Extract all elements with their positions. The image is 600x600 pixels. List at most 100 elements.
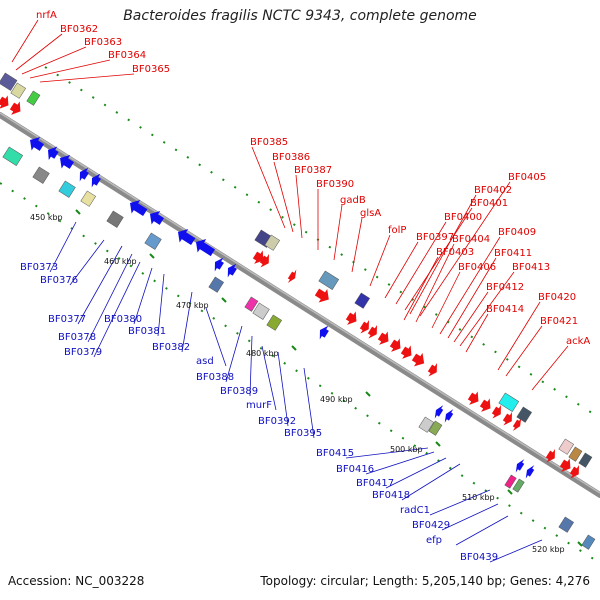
feature-block <box>354 292 371 309</box>
feature-block <box>498 392 520 412</box>
leader-line <box>69 239 105 286</box>
gene-label: folP <box>388 225 406 236</box>
gene-label: BF0412 <box>486 282 524 293</box>
feature-block <box>80 190 97 207</box>
gene-label: radC1 <box>400 505 430 516</box>
reverse-gene-arrow <box>525 465 535 479</box>
leader-line <box>401 463 461 501</box>
leader-line <box>459 271 515 347</box>
kbp-mark: 520 kbp <box>532 545 565 554</box>
forward-gene-arrow <box>345 311 357 325</box>
leader-line <box>419 181 511 317</box>
leader-line <box>505 325 543 377</box>
kbp-tick <box>291 345 297 351</box>
gene-label: BF0411 <box>494 248 532 259</box>
leader-line <box>77 245 123 325</box>
forward-gene-arrow <box>400 345 412 359</box>
accession-text: Accession: NC_003228 <box>8 574 145 588</box>
leader-line <box>261 345 277 411</box>
feature-block <box>516 406 533 423</box>
reverse-genes <box>30 136 535 479</box>
leader-line <box>455 515 509 546</box>
leader-line <box>385 457 447 489</box>
reverse-gene-arrow <box>444 409 454 423</box>
reverse-gene-arrow <box>79 167 89 182</box>
feature-block <box>144 232 162 250</box>
leader-line <box>133 267 153 325</box>
reverse-gene-arrow <box>30 136 44 151</box>
leader-line <box>15 33 63 71</box>
forward-gene-arrow <box>0 95 9 109</box>
gene-label: BF0421 <box>540 316 578 327</box>
kbp-mark: 450 kbp <box>30 213 63 222</box>
gene-label: BF0390 <box>316 179 354 190</box>
leader-line <box>181 291 193 353</box>
feature-block <box>244 296 259 312</box>
forward-gene-arrow <box>411 352 425 367</box>
gene-label: BF0376 <box>40 275 78 286</box>
forward-gene-arrow <box>377 331 389 345</box>
gene-label: BF0439 <box>460 552 498 563</box>
feature-block <box>58 180 76 198</box>
feature-block <box>428 420 443 436</box>
gene-label: BF0392 <box>258 416 296 427</box>
reverse-gene-arrow <box>150 210 164 225</box>
leader-line <box>29 59 111 79</box>
kbp-tick <box>221 297 227 303</box>
gene-label: asd <box>196 356 214 367</box>
kbp-tick <box>507 489 513 495</box>
leader-line <box>384 241 419 299</box>
kbp-mark: 480 kbp <box>246 349 279 358</box>
leader-line <box>49 221 77 273</box>
gene-label: BF0364 <box>108 50 146 61</box>
feature-block <box>558 516 575 533</box>
leader-line <box>404 207 473 311</box>
gene-label: BF0385 <box>250 137 288 148</box>
kbp-mark: 510 kbp <box>462 493 495 502</box>
leader-line <box>333 204 343 261</box>
feature-block <box>252 302 270 320</box>
leader-line <box>365 451 435 475</box>
forward-gene-arrow <box>479 398 491 412</box>
forward-gene-arrow <box>252 250 264 264</box>
gene-label: BF0402 <box>474 185 512 196</box>
feature-block <box>10 82 27 99</box>
kbp-tick <box>149 253 155 259</box>
reverse-gene-arrow <box>434 405 444 419</box>
gene-label: BF0379 <box>64 347 102 358</box>
leader-line <box>225 325 243 383</box>
gene-label: BF0409 <box>498 227 536 238</box>
feature-block <box>208 276 225 293</box>
gene-label: BF0380 <box>104 314 142 325</box>
leader-line <box>21 46 87 75</box>
dotted-track-inner <box>0 182 600 564</box>
leader-line <box>369 234 391 287</box>
leader-line <box>415 243 455 323</box>
kbp-mark: 470 kbp <box>176 301 209 310</box>
feature-block <box>578 452 593 468</box>
feature-block <box>558 438 575 455</box>
forward-gene-arrow <box>287 269 297 284</box>
leader-line <box>93 261 141 358</box>
gene-label: BF0415 <box>316 448 354 459</box>
leader-line <box>205 307 227 367</box>
leader-line <box>409 194 477 315</box>
feature-block <box>512 478 525 493</box>
reverse-gene-arrow <box>319 325 329 340</box>
feature-block <box>106 210 124 228</box>
leader-line <box>441 503 499 531</box>
gene-label: BF0400 <box>444 212 482 223</box>
leader-line <box>531 345 569 391</box>
leader-line <box>465 313 489 353</box>
kbp-mark: 490 kbp <box>320 395 353 404</box>
reverse-gene-arrow <box>196 238 216 257</box>
leader-line <box>39 73 135 83</box>
forward-gene-arrow <box>502 411 512 426</box>
leader-line <box>11 19 39 63</box>
kbp-tick <box>435 441 441 447</box>
gene-label: BF0401 <box>470 198 508 209</box>
reverse-gene-arrow <box>48 146 59 160</box>
feature-block <box>504 474 517 489</box>
